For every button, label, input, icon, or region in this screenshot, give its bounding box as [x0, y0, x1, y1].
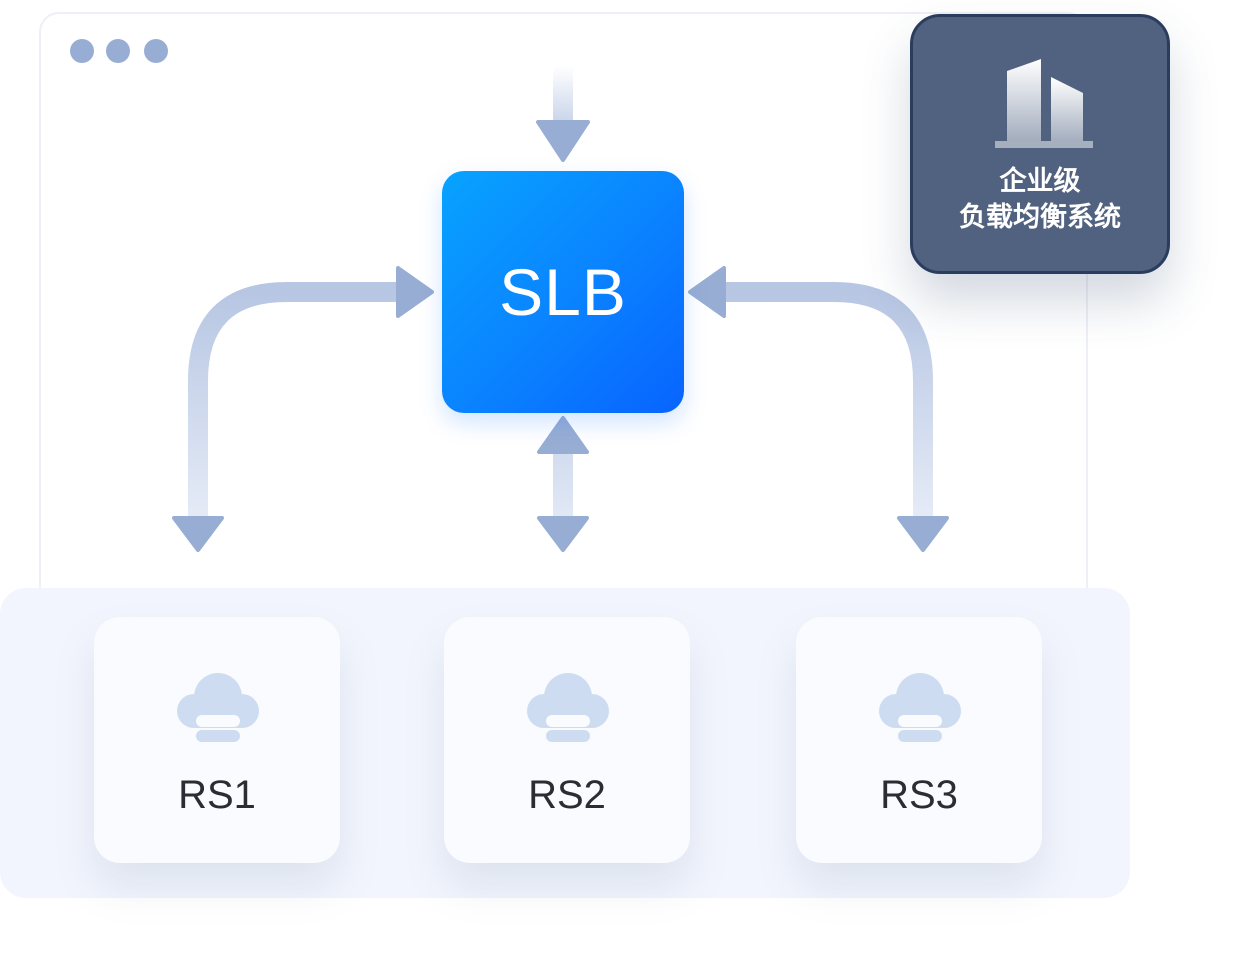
building-icon: [995, 59, 1093, 148]
slb-node: SLB: [442, 171, 684, 413]
right-arrow-head-to-slb: [688, 266, 726, 318]
center-bidirectional-arrow: [537, 416, 589, 552]
center-arrow-head-to-rs2: [537, 516, 589, 552]
right-arrow-shaft: [724, 282, 933, 522]
window-dot-red: [70, 39, 94, 63]
server-label-rs1: RS1: [178, 773, 256, 817]
badge-title-line1: 企业级: [999, 166, 1081, 197]
badge-title-line2: 负载均衡系统: [959, 202, 1121, 233]
cloud-server-icon: [527, 673, 609, 742]
incoming-arrow-shaft: [553, 66, 573, 126]
server-label-rs3: RS3: [880, 773, 958, 817]
server-label-rs2: RS2: [528, 773, 606, 817]
left-bidirectional-arrow: [172, 266, 434, 552]
left-arrow-head-to-slb: [396, 266, 434, 318]
slb-label: SLB: [499, 255, 627, 329]
left-arrow-shaft: [188, 282, 402, 522]
right-bidirectional-arrow: [688, 266, 949, 552]
cloud-server-icon: [177, 673, 259, 742]
server-card-rs1: RS1: [94, 617, 340, 863]
enterprise-badge: 企业级 负载均衡系统: [910, 14, 1170, 274]
left-arrow-head-to-rs1: [172, 516, 224, 552]
window-dot-green: [144, 39, 168, 63]
right-arrow-head-to-rs3: [897, 516, 949, 552]
cloud-server-icon: [879, 673, 961, 742]
window-dot-yellow: [106, 39, 130, 63]
server-card-rs2: RS2: [444, 617, 690, 863]
incoming-arrow-head: [536, 120, 590, 162]
server-card-rs3: RS3: [796, 617, 1042, 863]
center-arrow-head-to-slb: [537, 416, 589, 454]
center-arrow-shaft: [553, 450, 573, 522]
incoming-request-arrow: [536, 66, 590, 162]
